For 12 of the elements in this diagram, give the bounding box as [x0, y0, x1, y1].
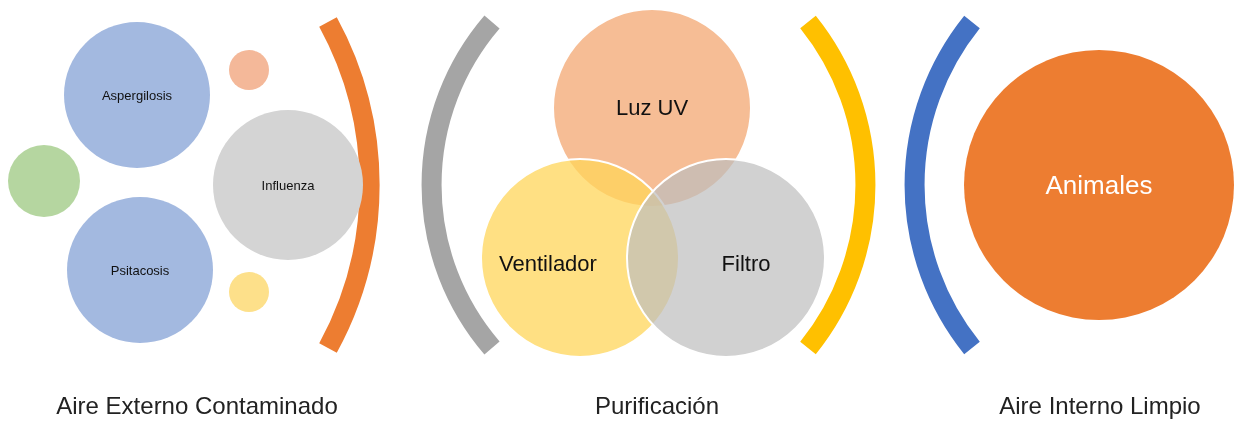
section-caption: Aire Interno Limpio [999, 392, 1201, 420]
node-label: Influenza [261, 177, 315, 193]
node-label: Aspergilosis [101, 87, 173, 103]
circle-node [229, 272, 269, 312]
node-label: Ventilador [499, 251, 597, 277]
node-label: Animales [1045, 169, 1153, 201]
node-label: Psitacosis [110, 262, 170, 278]
node-label: Filtro [721, 251, 771, 277]
circle-node [229, 50, 269, 90]
section-caption: Purificación [594, 392, 720, 420]
section-caption: Aire Externo Contaminado [56, 392, 338, 420]
node-label: Luz UV [615, 95, 689, 121]
